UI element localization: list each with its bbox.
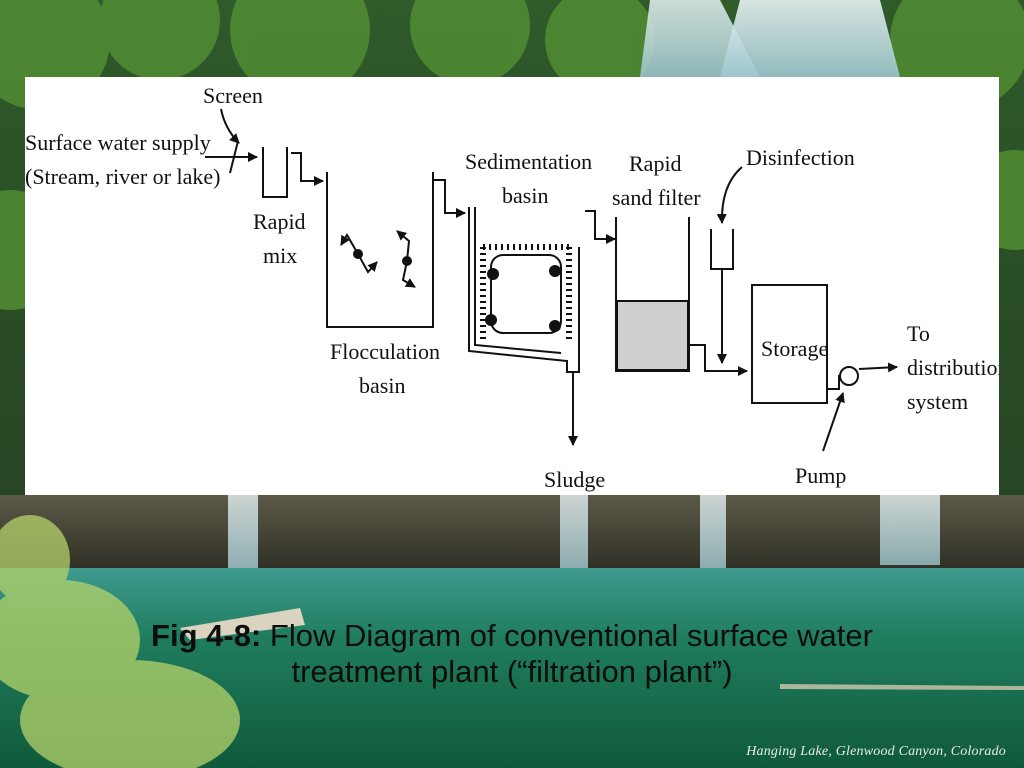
label-rapid-sand-filter-2: sand filter xyxy=(612,185,701,210)
label-flocculation-basin-2: basin xyxy=(359,373,405,398)
rapid-mix-tank xyxy=(262,147,288,198)
sedimentation-inner-wall xyxy=(474,207,562,354)
rapid-mix-outflow xyxy=(291,152,324,186)
label-pump: Pump xyxy=(795,463,846,488)
flow-diagram-graphic: Screen Surface water supply (Stream, riv… xyxy=(25,83,999,492)
pump-symbol xyxy=(839,366,859,386)
flocculation-basin xyxy=(326,172,434,328)
label-surface-supply: Surface water supply xyxy=(25,130,211,155)
caption-line-2: treatment plant (“filtration plant”) xyxy=(291,654,733,689)
flocculator-paddles xyxy=(340,230,416,288)
pump-pointer xyxy=(822,392,845,452)
caption-line-1: Fig 4-8: Flow Diagram of conventional su… xyxy=(60,618,964,654)
disinfection-pointer xyxy=(716,166,743,224)
scraper-flights xyxy=(480,244,572,343)
lower-waterfalls xyxy=(228,495,940,580)
upper-waterfall xyxy=(640,0,900,77)
label-storage: Storage xyxy=(761,336,828,361)
label-sedimentation-basin-2: basin xyxy=(502,183,548,208)
storage-tank xyxy=(751,284,828,404)
label-screen: Screen xyxy=(203,83,263,108)
label-disinfection: Disinfection xyxy=(746,145,855,170)
figure-caption: Fig 4-8: Flow Diagram of conventional su… xyxy=(60,618,964,690)
sedimentation-basin xyxy=(468,207,580,373)
label-surface-supply-detail: (Stream, river or lake) xyxy=(25,164,220,189)
label-to-distribution: distribution xyxy=(907,355,999,380)
label-sedimentation-basin: Sedimentation xyxy=(465,149,592,174)
storage-outflow xyxy=(827,375,840,390)
filter-outflow xyxy=(689,344,748,376)
screen-pointer xyxy=(220,108,240,144)
label-sludge: Sludge xyxy=(544,467,605,492)
log xyxy=(180,608,305,640)
scraper-bearings xyxy=(485,265,561,332)
label-to-system: system xyxy=(907,389,968,414)
screen-mark xyxy=(229,140,239,174)
flocculation-outflow xyxy=(432,179,466,218)
photo-credit: Hanging Lake, Glenwood Canyon, Colorado xyxy=(746,744,1006,759)
sludge-scraper xyxy=(490,254,562,334)
label-to: To xyxy=(907,321,930,346)
caption-figure-number: Fig 4-8: xyxy=(151,618,262,653)
label-flocculation-basin: Flocculation xyxy=(330,339,440,364)
distribution-arrow xyxy=(858,362,898,373)
label-rapid-sand-filter: Rapid xyxy=(629,151,682,176)
flow-diagram: Screen Surface water supply (Stream, riv… xyxy=(25,77,999,495)
sedimentation-outflow xyxy=(585,210,616,244)
disinfection-tank xyxy=(710,229,734,270)
label-rapid-mix-2: mix xyxy=(263,243,297,268)
shore-plants xyxy=(0,515,240,768)
caption-title-part-1: Flow Diagram of conventional surface wat… xyxy=(261,618,873,653)
filter-media xyxy=(616,300,689,371)
label-rapid-mix: Rapid xyxy=(253,209,306,234)
